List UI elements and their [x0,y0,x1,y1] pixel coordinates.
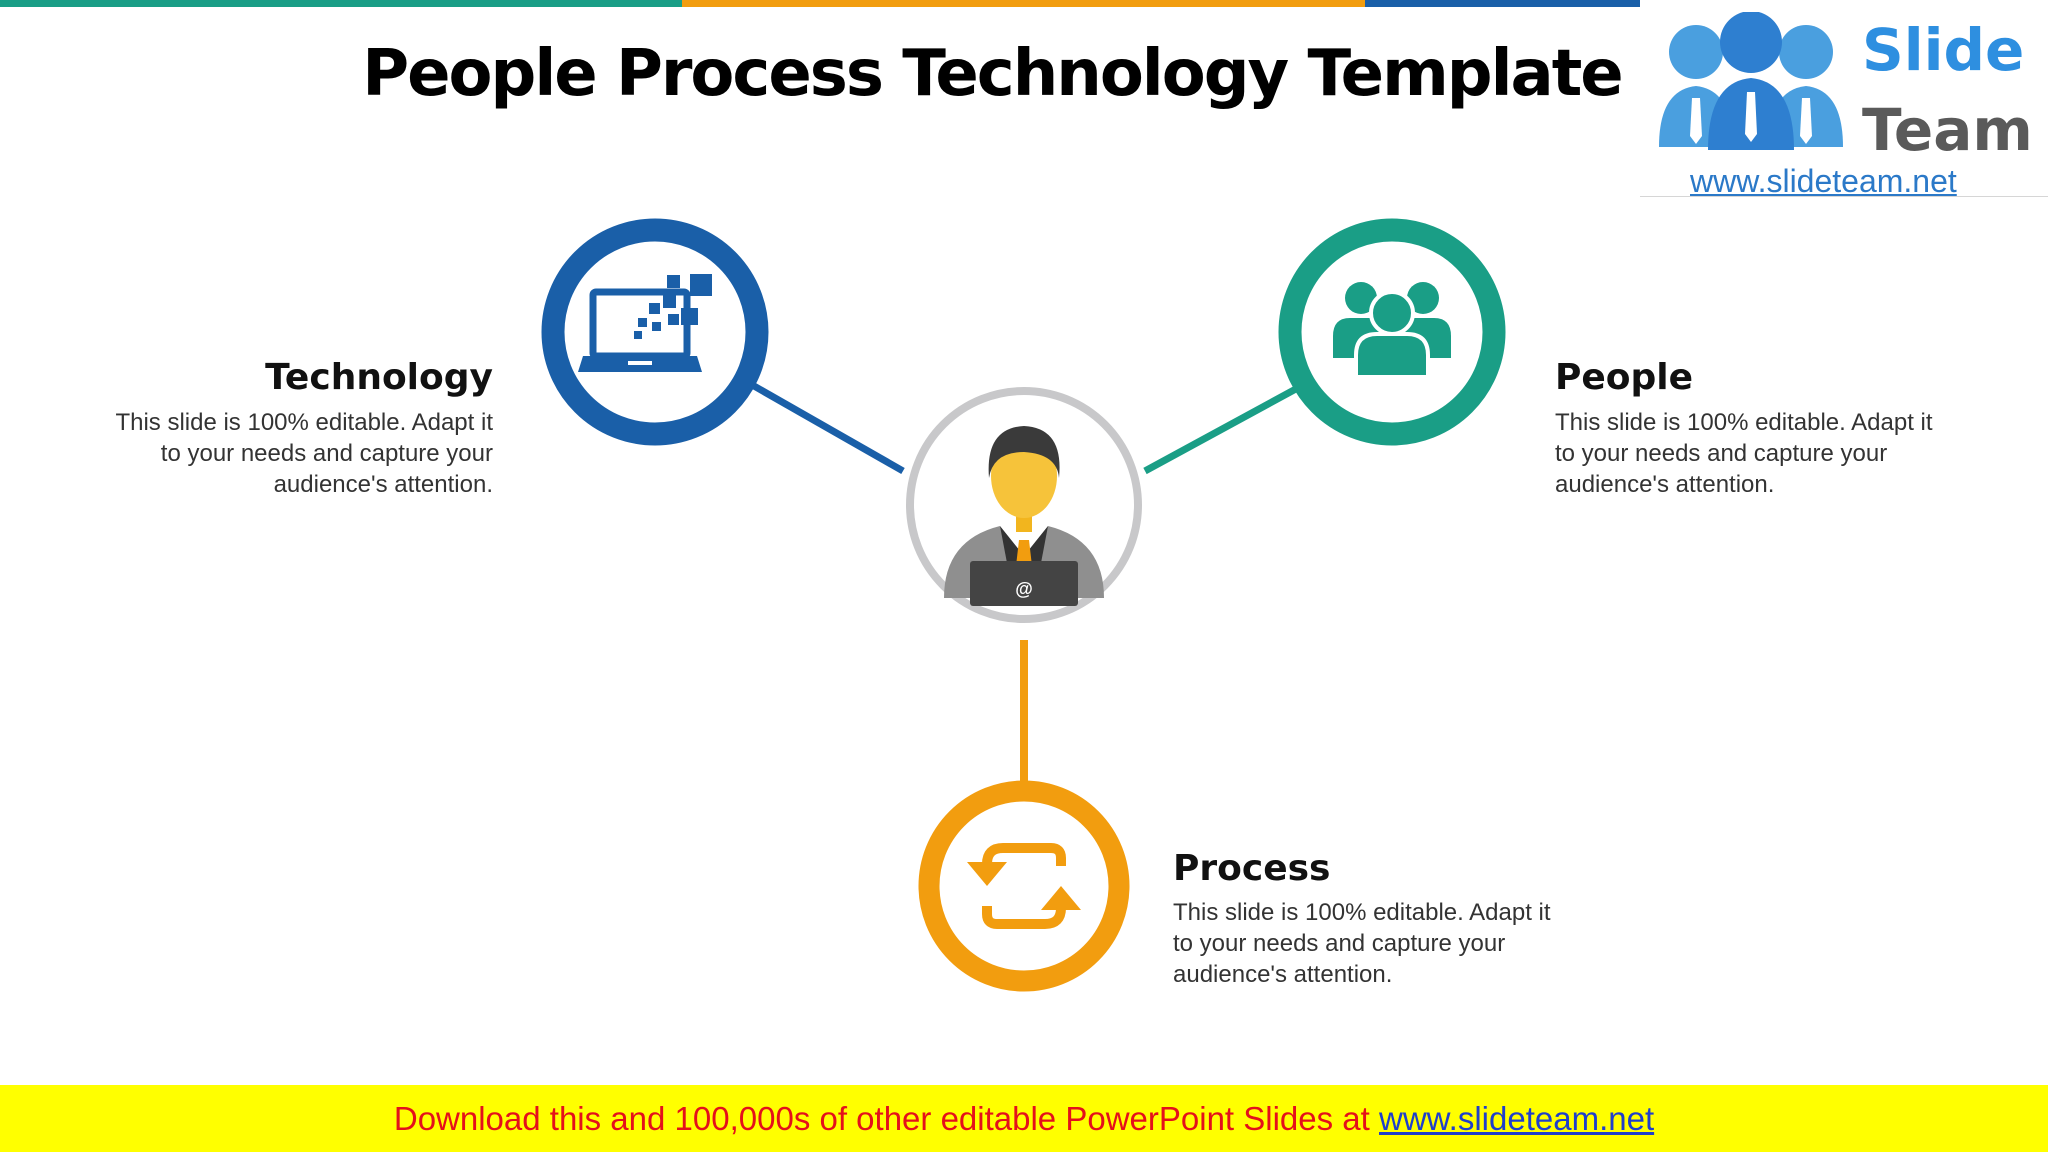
slideteam-logo: Slide Team www.slideteam.net [1640,0,2048,200]
logo-url-link[interactable]: www.slideteam.net [1690,163,1957,200]
footer-banner: Download this and 100,000s of other edit… [0,1085,2048,1152]
three-people-icon [1656,12,1846,157]
logo-word-slide: Slide [1862,18,2024,82]
technology-ring [553,230,757,434]
people-description: This slide is 100% editable. Adapt it to… [1555,407,1955,500]
process-description: This slide is 100% editable. Adapt it to… [1173,897,1573,990]
footer-text: Download this and 100,000s of other edit… [394,1100,1379,1137]
technology-description: This slide is 100% editable. Adapt it to… [93,407,493,500]
process-ring [929,791,1119,981]
logo-word-team: Team [1862,98,2033,162]
process-title: Process [1173,848,1330,890]
logo-divider [1640,196,2048,197]
footer-link[interactable]: www.slideteam.net [1379,1100,1654,1137]
technology-title: Technology [93,357,493,399]
connector-people [1145,378,1316,471]
connector-technology [740,378,903,471]
people-title: People [1555,357,1693,399]
laptop-at-symbol: @ [1015,579,1033,599]
